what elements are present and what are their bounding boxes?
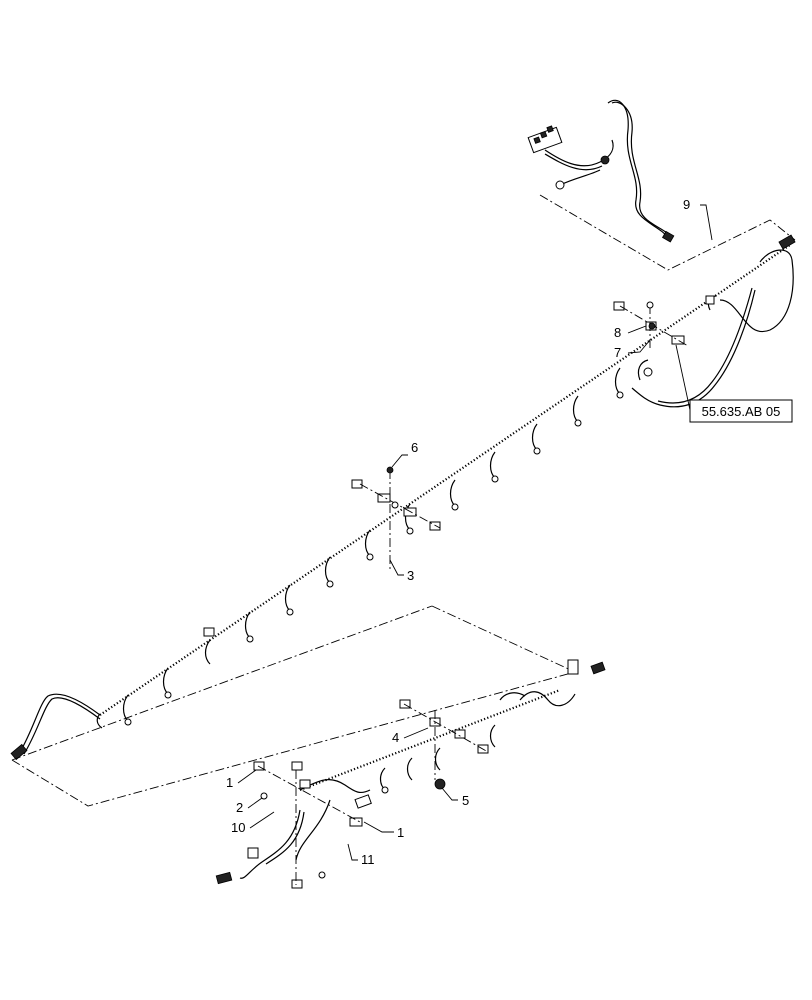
connector-block-icon xyxy=(527,125,563,154)
callout-2: 2 xyxy=(236,797,263,815)
svg-text:2: 2 xyxy=(236,800,243,815)
svg-text:4: 4 xyxy=(392,730,399,745)
sub-harness-top xyxy=(527,99,675,243)
svg-text:3: 3 xyxy=(407,568,414,583)
callout-4: 4 xyxy=(392,727,429,745)
clip-group-center xyxy=(351,466,441,570)
callout-10: 10 xyxy=(231,811,275,835)
svg-text:6: 6 xyxy=(411,440,418,455)
clip-group-right xyxy=(613,301,689,350)
svg-text:8: 8 xyxy=(614,325,621,340)
callout-11: 11 xyxy=(347,843,375,867)
svg-text:1: 1 xyxy=(397,825,404,840)
phantom-line-9 xyxy=(539,194,796,271)
svg-text:1: 1 xyxy=(226,775,233,790)
sensor-drops xyxy=(96,295,717,729)
callout-1-lower: 1 xyxy=(363,821,404,840)
svg-text:10: 10 xyxy=(231,820,245,835)
lower-harness xyxy=(215,659,606,889)
callout-3: 3 xyxy=(389,559,414,583)
phantom-line-lower xyxy=(11,605,576,807)
reference-box[interactable]: 55.635.AB 05 xyxy=(675,344,793,423)
reference-box-label: 55.635.AB 05 xyxy=(702,404,781,419)
callout-8: 8 xyxy=(614,325,647,340)
callout-7: 7 xyxy=(614,339,651,360)
svg-text:5: 5 xyxy=(462,793,469,808)
callout-5: 5 xyxy=(441,787,469,808)
callout-6: 6 xyxy=(391,440,418,468)
callout-9: 9 xyxy=(683,197,713,241)
svg-text:7: 7 xyxy=(614,345,621,360)
callout-1-upper: 1 xyxy=(226,769,257,790)
svg-text:9: 9 xyxy=(683,197,690,212)
svg-text:11: 11 xyxy=(361,852,375,867)
main-harness xyxy=(10,234,796,761)
